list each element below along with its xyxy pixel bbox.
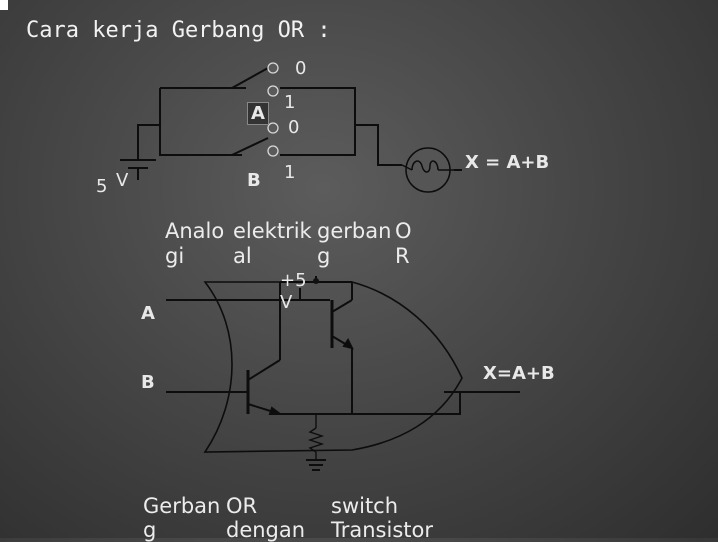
supply-node — [313, 278, 319, 284]
caption1-word1-wrap: gi — [165, 244, 185, 268]
caption1-word2: elektrik — [233, 219, 312, 243]
battery-symbol — [120, 159, 156, 169]
switch-b-label: B — [247, 170, 261, 191]
position-a-1-label: 1 — [284, 92, 296, 113]
switch-a-contact-0 — [267, 62, 279, 74]
battery-value: 5 — [96, 176, 108, 197]
input-b-label: B — [141, 372, 155, 393]
caption2-word1: Gerban — [143, 494, 221, 518]
switch-b-blade — [231, 137, 269, 156]
lamp-symbol — [401, 147, 456, 193]
switch-a-contact-1 — [267, 85, 279, 97]
caption2-word3: switch — [331, 494, 399, 518]
resistor-symbol — [307, 414, 325, 460]
or-gate-outline — [203, 281, 463, 453]
slide-title: Cara kerja Gerbang OR : — [26, 18, 331, 43]
top-circuit-wires — [137, 87, 402, 180]
caption2-word1-wrap: g — [143, 518, 157, 542]
supply-unit-label: V — [280, 292, 293, 313]
caption2-word2-wrap: dengan — [226, 518, 306, 542]
input-a-label: A — [141, 303, 155, 324]
caption1-word4: O — [395, 219, 412, 243]
switch-a-blade — [231, 67, 269, 89]
caption1-word4-wrap: R — [395, 244, 410, 268]
switch-a-label: A — [247, 102, 269, 125]
ground-symbol — [306, 459, 326, 471]
caption1-word2-wrap: al — [233, 244, 252, 268]
caption2-word2: OR — [226, 494, 258, 518]
position-b-1-label: 1 — [284, 162, 296, 183]
caption1-word3-wrap: g — [317, 244, 331, 268]
position-a-0-label: 0 — [295, 58, 307, 79]
switch-b-contact-1 — [267, 145, 279, 157]
supply-value-label: +5 — [280, 270, 307, 291]
top-output-equation: X = A+B — [465, 152, 550, 173]
switch-b-contact-0 — [267, 122, 279, 134]
transistor-lower — [246, 282, 461, 415]
caption1-word1: Analo — [165, 219, 225, 243]
position-b-0-label: 0 — [288, 117, 300, 138]
bottom-output-equation: X=A+B — [483, 363, 555, 384]
battery-unit: V — [116, 170, 129, 191]
caption1-word3: gerban — [317, 219, 392, 243]
caption2-word3-wrap: Transistor — [331, 518, 433, 542]
transistor-upper — [300, 282, 354, 414]
slide-corner-marker — [0, 0, 8, 10]
